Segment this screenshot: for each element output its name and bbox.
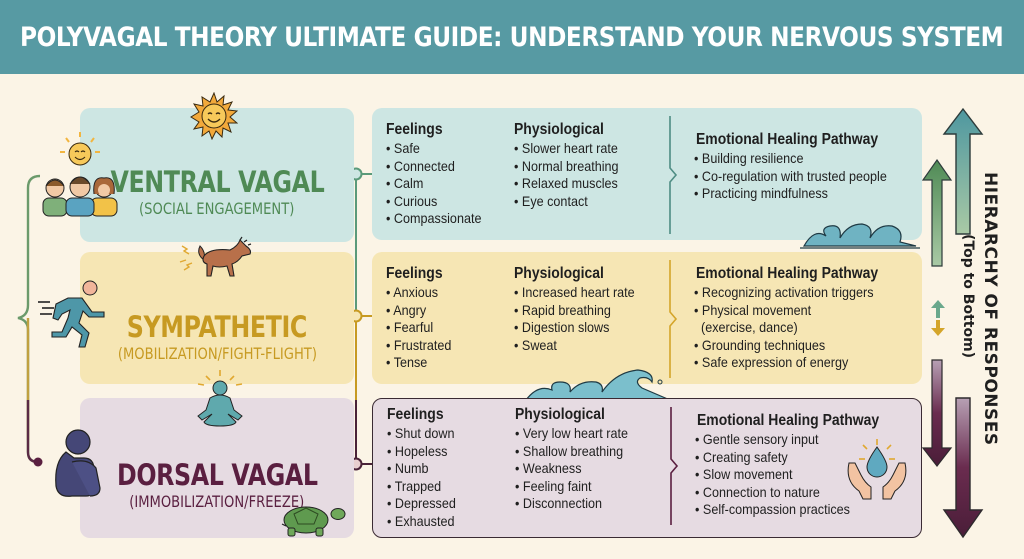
page-title: Polyvagal Theory Ultimate Guide: Underst… — [20, 21, 1004, 53]
meditating-person-icon — [197, 370, 243, 427]
feeling-item: Shut down — [387, 425, 456, 443]
dorsal-vagal-subtitle: (IMMOBILIZATION/FREEZE) — [129, 492, 305, 512]
bracket-end-dot — [33, 457, 43, 467]
feeling-item: Anxious — [386, 284, 451, 302]
physiological-item: Sweat — [514, 337, 635, 355]
feelings-heading: Feelings — [387, 406, 444, 423]
feeling-item: Fearful — [386, 319, 451, 337]
dorsal-vagal-detail-panel: Feelings Shut down Hopeless Numb Trapped… — [372, 398, 922, 538]
feeling-item: Angry — [386, 302, 451, 320]
physiological-item: Shallow breathing — [515, 443, 628, 461]
healing-item: Physical movement — [694, 302, 878, 320]
hierarchy-subtitle: (Top to Bottom) — [960, 234, 976, 359]
feelings-heading: Feelings — [386, 265, 443, 282]
title-banner: Polyvagal Theory Ultimate Guide: Underst… — [0, 0, 1024, 74]
feeling-item: Numb — [387, 460, 456, 478]
sympathetic-label-panel: SYMPATHETIC (MOBILIZATION/FIGHT-FLIGHT) — [80, 252, 354, 384]
bracket-divider-icon — [670, 407, 679, 525]
physiological-item: Increased heart rate — [514, 284, 635, 302]
physiological-heading: Physiological — [514, 265, 604, 282]
physiological-item: Slower heart rate — [514, 140, 619, 158]
healing-item: Connection to nature — [695, 484, 879, 502]
arrow-up-small-icon — [922, 160, 952, 268]
hands-water-drop-icon — [847, 439, 907, 500]
happy-people-icon — [42, 132, 118, 217]
bidirectional-mini-arrows-icon — [930, 298, 946, 338]
ventral-vagal-subtitle: (SOCIAL ENGAGEMENT) — [139, 199, 295, 219]
healing-item: Grounding techniques — [694, 337, 878, 355]
ventral-vagal-detail-panel: Feelings Safe Connected Calm Curious Com… — [372, 108, 922, 240]
ventral-physiological-column: Physiological Slower heart rate Normal b… — [514, 120, 630, 210]
healing-item: Creating safety — [695, 449, 879, 467]
feeling-item: Exhausted — [387, 513, 456, 531]
healing-heading: Emotional Healing Pathway — [696, 265, 879, 282]
feeling-item: Calm — [386, 175, 481, 193]
feeling-item: Depressed — [387, 495, 456, 513]
sympathetic-healing-column: Emotional Healing Pathway Recognizing ac… — [694, 264, 898, 372]
physiological-heading: Physiological — [514, 121, 604, 138]
sympathetic-detail-panel: Feelings Anxious Angry Fearful Frustrate… — [372, 252, 922, 384]
healing-item: Practicing mindfulness — [694, 185, 887, 203]
feeling-item: Connected — [386, 158, 481, 176]
feeling-item: Trapped — [387, 478, 456, 496]
ventral-healing-column: Emotional Healing Pathway Building resil… — [694, 130, 908, 203]
arrow-down-large-icon — [944, 396, 984, 538]
physiological-item: Weakness — [515, 460, 628, 478]
feeling-item: Tense — [386, 354, 451, 372]
healing-heading: Emotional Healing Pathway — [697, 412, 880, 429]
sun-face-icon — [190, 92, 238, 140]
healing-item: Building resilience — [694, 150, 887, 168]
hierarchy-title: HIERARCHY OF RESPONSES — [980, 172, 1000, 446]
healing-item: Self-compassion practices — [695, 501, 879, 519]
bracket-divider-icon — [669, 116, 678, 234]
feeling-item: Curious — [386, 193, 481, 211]
physiological-item: Rapid breathing — [514, 302, 635, 320]
sympathetic-physiological-column: Physiological Increased heart rate Rapid… — [514, 264, 648, 354]
healing-item: Gentle sensory input — [695, 431, 879, 449]
feelings-heading: Feelings — [386, 121, 443, 138]
physiological-item: Very low heart rate — [515, 425, 628, 443]
bracket-divider-icon — [669, 260, 678, 378]
physiological-item: Digestion slows — [514, 319, 635, 337]
dorsal-feelings-column: Feelings Shut down Hopeless Numb Trapped… — [387, 405, 464, 530]
healing-item: Slow movement — [695, 466, 879, 484]
healing-item: Safe expression of energy — [694, 354, 878, 372]
sympathetic-subtitle: (MOBILIZATION/FIGHT-FLIGHT) — [117, 344, 317, 364]
physiological-item: Disconnection — [515, 495, 628, 513]
curled-person-icon — [55, 429, 101, 497]
physiological-item: Feeling faint — [515, 478, 628, 496]
physiological-heading: Physiological — [515, 406, 605, 423]
turtle-icon — [281, 506, 346, 537]
healing-item: Recognizing activation triggers — [694, 284, 878, 302]
dorsal-physiological-column: Physiological Very low heart rate Shallo… — [515, 405, 641, 513]
healing-heading: Emotional Healing Pathway — [696, 131, 879, 148]
feeling-item: Safe — [386, 140, 481, 158]
ventral-feelings-column: Feelings Safe Connected Calm Curious Com… — [386, 120, 492, 228]
sympathetic-title: SYMPATHETIC — [126, 310, 308, 345]
physiological-item: Eye contact — [514, 193, 619, 211]
healing-item-continuation: (exercise, dance) — [701, 319, 798, 335]
hierarchy-label: HIERARCHY OF RESPONSES (Top to Bottom) — [960, 170, 1020, 500]
running-person-icon — [38, 280, 105, 348]
feeling-item: Hopeless — [387, 443, 456, 461]
ventral-vagal-title: VENTRAL VAGAL — [110, 165, 324, 200]
feeling-item: Compassionate — [386, 210, 482, 228]
physiological-item: Normal breathing — [514, 158, 619, 176]
sympathetic-feelings-column: Feelings Anxious Angry Fearful Frustrate… — [386, 264, 459, 372]
physiological-item: Relaxed muscles — [514, 175, 619, 193]
waves-icon — [800, 223, 920, 249]
healing-item: Co-regulation with trusted people — [694, 168, 887, 186]
dorsal-vagal-title: DORSAL VAGAL — [116, 458, 318, 493]
barking-dog-icon — [179, 236, 252, 277]
feeling-item: Frustrated — [386, 337, 451, 355]
dorsal-healing-column: Emotional Healing Pathway Gentle sensory… — [695, 411, 899, 519]
